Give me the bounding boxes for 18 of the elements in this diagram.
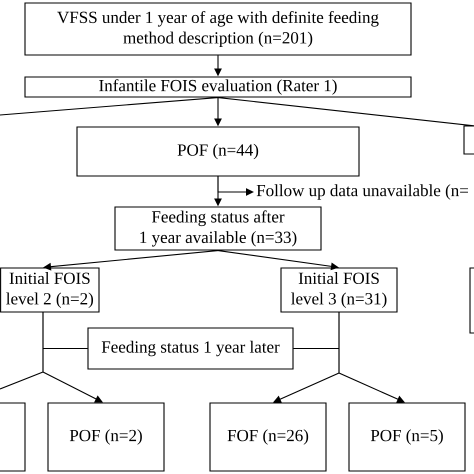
process-box: Infantile FOIS evaluation (Rater 1) — [24, 76, 412, 98]
process-box: Initial FOIS level 2 (n=2) — [0, 267, 100, 313]
process-box: POF (n=5) — [348, 402, 466, 472]
process-box — [463, 125, 474, 155]
process-box: FOF (n=26) — [209, 402, 327, 472]
process-box — [0, 402, 26, 472]
exclusion-label: Follow up data unavailable (n= — [256, 184, 468, 200]
process-box — [469, 267, 474, 334]
connector-line — [43, 348, 88, 350]
connector-line — [218, 97, 474, 126]
process-box: Initial FOIS level 3 (n=31) — [280, 267, 398, 313]
process-box: Feeding status after 1 year available (n=33) — [114, 206, 322, 251]
process-box: POF (n=44) — [76, 126, 360, 177]
process-box: POF (n=2) — [47, 402, 165, 472]
process-box: VFSS under 1 year of age with definite feeding method description (n=201) — [24, 2, 412, 56]
connector-line — [294, 348, 339, 350]
connector-line — [0, 97, 218, 116]
process-box: Feeding status 1 year later — [87, 327, 294, 370]
